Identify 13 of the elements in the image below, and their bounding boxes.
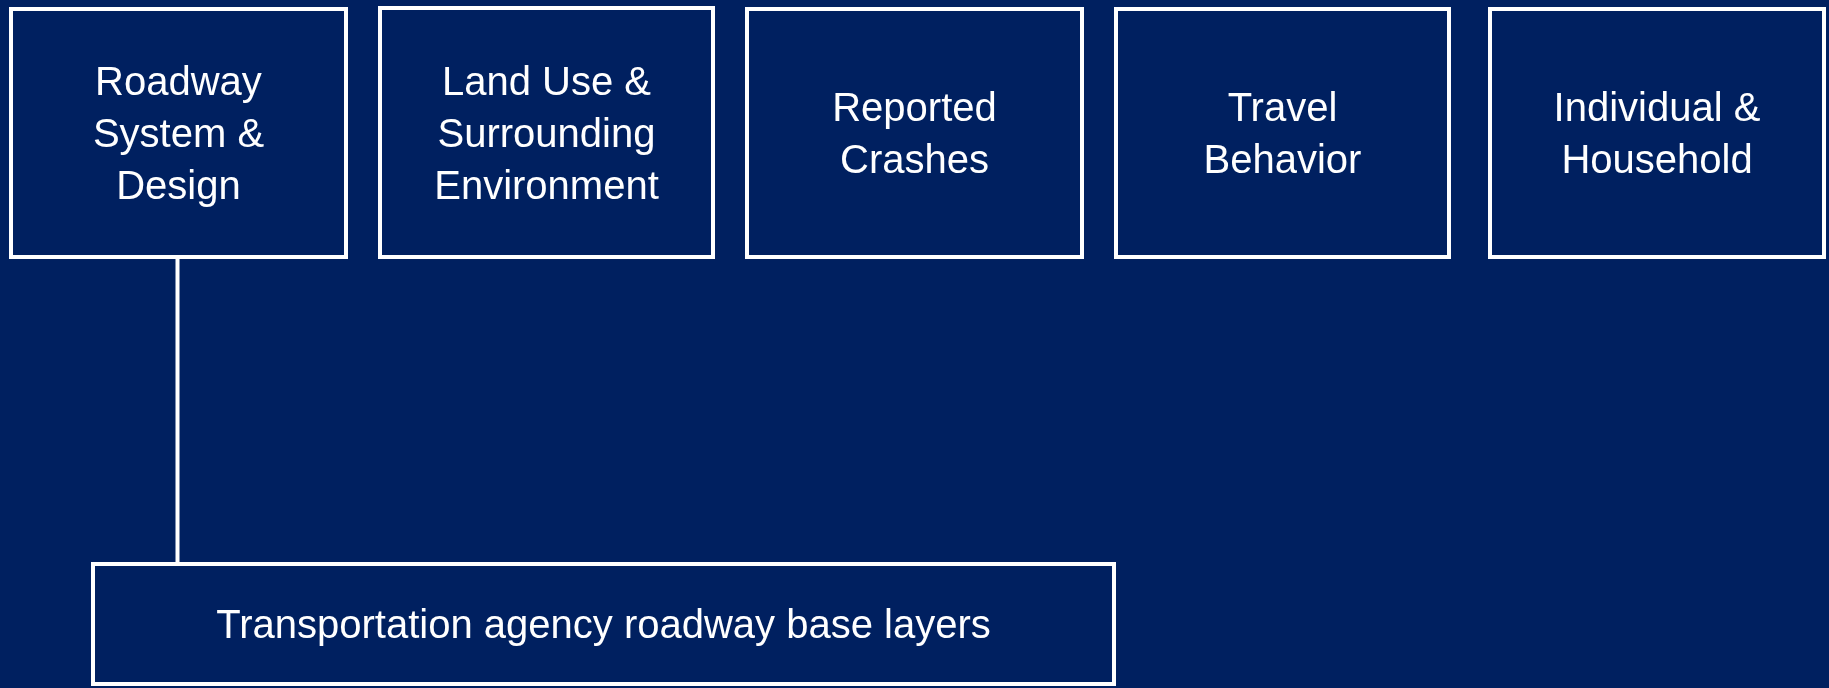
category-box <box>745 7 1084 259</box>
category-box <box>378 6 715 259</box>
box-label: Roadway System & Design <box>91 58 266 209</box>
box-label: Land Use & Surrounding Environment <box>433 57 660 209</box>
box-label: Reported Crashes <box>831 84 998 183</box>
connector-line <box>175 259 180 562</box>
category-box <box>91 562 1116 686</box>
category-box <box>9 7 348 259</box>
box-label: Individual & Household <box>1552 84 1762 183</box>
category-box <box>1114 7 1451 259</box>
category-box <box>1488 7 1826 259</box>
box-label: Travel Behavior <box>1202 84 1363 183</box>
box-label: Transportation agency roadway base layers <box>216 601 991 648</box>
